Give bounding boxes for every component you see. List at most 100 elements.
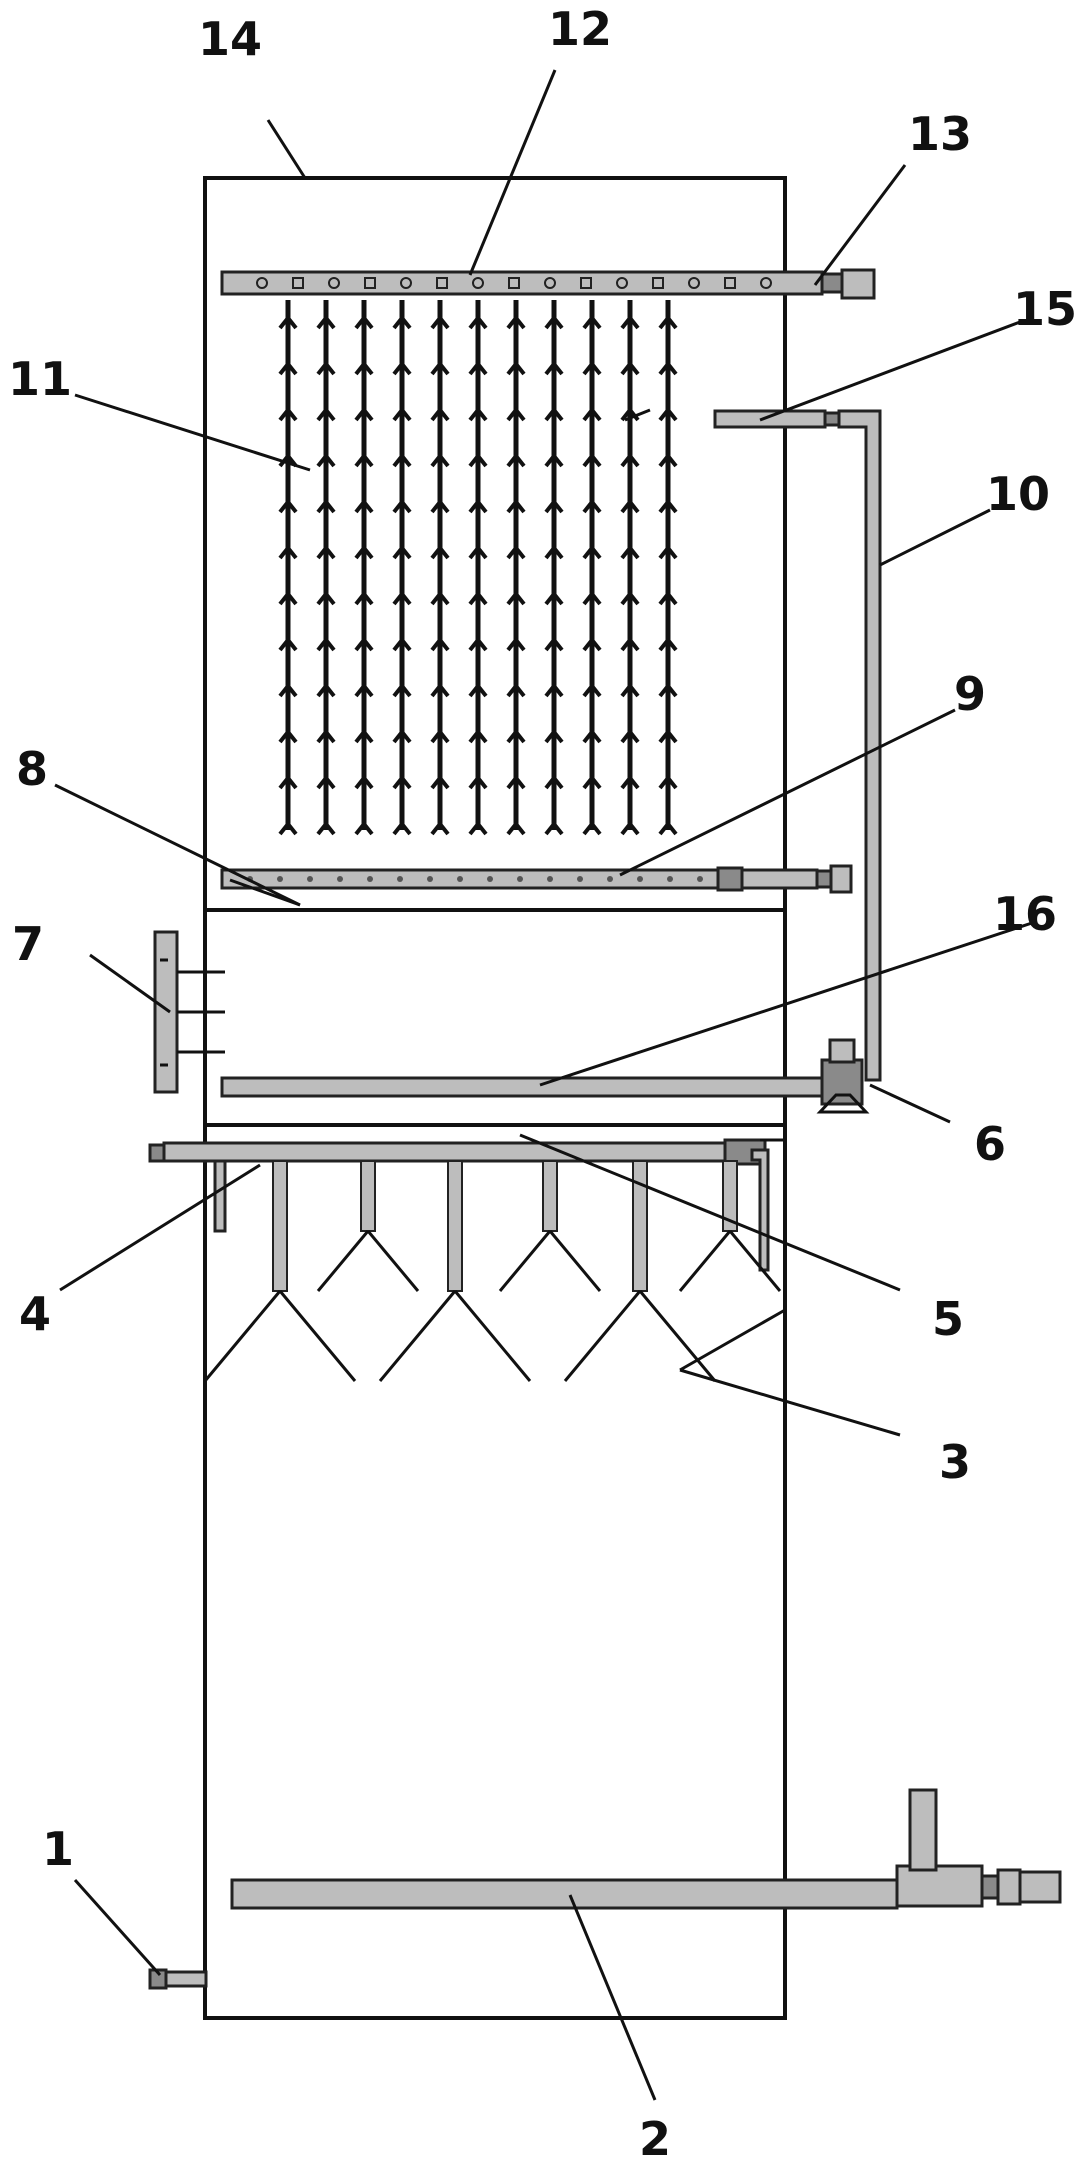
packing-tuft (354, 590, 374, 606)
packing-tuft (316, 774, 336, 790)
label-11: 11 (8, 352, 72, 406)
packing-tuft (658, 728, 678, 744)
packing-tuft (278, 682, 298, 698)
pipe-hole (436, 277, 448, 289)
diffuser-arm (563, 1290, 642, 1382)
label-13: 13 (908, 107, 972, 161)
packing-tuft (354, 498, 374, 514)
packing-tuft (544, 820, 564, 836)
pipe-hole (397, 876, 403, 882)
packing-tuft (354, 682, 374, 698)
packing-tuft (620, 682, 640, 698)
packing-tuft (620, 774, 640, 790)
packing-tuft (430, 728, 450, 744)
pipe-hole (328, 277, 340, 289)
pipe-hole (547, 876, 553, 882)
packing-tuft (430, 406, 450, 422)
packing-tuft (278, 314, 298, 330)
packing-tuft (582, 774, 602, 790)
packing-tuft (544, 774, 564, 790)
packing-tuft (278, 544, 298, 560)
diffuser-arm (316, 1230, 370, 1292)
pipe-hole (472, 277, 484, 289)
pipe-hole (256, 277, 268, 289)
packing-tuft (506, 360, 526, 376)
diffuser-riser (272, 1160, 288, 1292)
pipe-hole (760, 277, 772, 289)
packing-tuft (506, 452, 526, 468)
packing-tuft (582, 406, 602, 422)
pipe-hole (577, 876, 583, 882)
packing-tuft (658, 406, 678, 422)
bottom-inlet-pipe (230, 1788, 1062, 1910)
packing-tuft (354, 636, 374, 652)
pipe-hole (277, 876, 283, 882)
leader-lines (54, 69, 1036, 2101)
packing-tuft (392, 406, 412, 422)
packing-tuft (278, 820, 298, 836)
packing-tuft (506, 314, 526, 330)
label-10: 10 (986, 467, 1050, 521)
packing-tuft (278, 728, 298, 744)
packing-tuft (430, 590, 450, 606)
packing-tuft (430, 682, 450, 698)
label-9: 9 (954, 667, 986, 721)
packing-tuft (506, 498, 526, 514)
packing-tuft (506, 728, 526, 744)
packing-tuft (468, 498, 488, 514)
packing-tuft (544, 406, 564, 422)
packing-tuft (468, 360, 488, 376)
packing-tuft (582, 360, 602, 376)
packing-tuft (468, 682, 488, 698)
packing-tuft (658, 452, 678, 468)
packing-tuft (620, 452, 640, 468)
pipe-hole (292, 277, 304, 289)
packing-tuft (430, 544, 450, 560)
packing-tuft (316, 590, 336, 606)
packing-tuft (582, 452, 602, 468)
pipe-hole (637, 876, 643, 882)
packing-tuft (316, 314, 336, 330)
middle-perforated-pipe (220, 864, 853, 907)
packing-tuft (620, 590, 640, 606)
packing-tuft (354, 314, 374, 330)
packing-tuft (392, 314, 412, 330)
packing-tuft (544, 728, 564, 744)
packing-tuft (278, 636, 298, 652)
packing-tuft (506, 406, 526, 422)
pipe-hole (517, 876, 523, 882)
diffuser-arm (678, 1230, 732, 1292)
packing-tuft (582, 314, 602, 330)
fiber-packing (278, 300, 678, 836)
packing-tuft (658, 820, 678, 836)
top-distribution-pipe (220, 268, 876, 300)
packing-tuft (430, 820, 450, 836)
packing-tuft (316, 820, 336, 836)
label-15: 15 (1013, 282, 1077, 336)
packing-tuft (658, 360, 678, 376)
label-7: 7 (12, 917, 44, 971)
pipe-hole (337, 876, 343, 882)
label-12: 12 (548, 2, 612, 56)
packing-tuft (658, 636, 678, 652)
packing-tuft (468, 406, 488, 422)
packing-tuft (620, 314, 640, 330)
packing-tuft (354, 406, 374, 422)
packing-tuft (506, 682, 526, 698)
packing-tuft (316, 406, 336, 422)
packing-tuft (354, 452, 374, 468)
return-line (624, 408, 882, 1082)
label-4: 4 (19, 1287, 51, 1341)
pipe-hole (457, 876, 463, 882)
packing-tuft (354, 774, 374, 790)
packing-tuft (392, 682, 412, 698)
return-inlet-pipe (713, 409, 827, 429)
packing-tuft (468, 820, 488, 836)
diffuser-arm (638, 1290, 717, 1382)
level-gauge (153, 930, 225, 1094)
packing-tuft (658, 590, 678, 606)
pipe-hole (688, 277, 700, 289)
packing-tuft (582, 682, 602, 698)
packing-tuft (468, 590, 488, 606)
packing-tuft (392, 728, 412, 744)
